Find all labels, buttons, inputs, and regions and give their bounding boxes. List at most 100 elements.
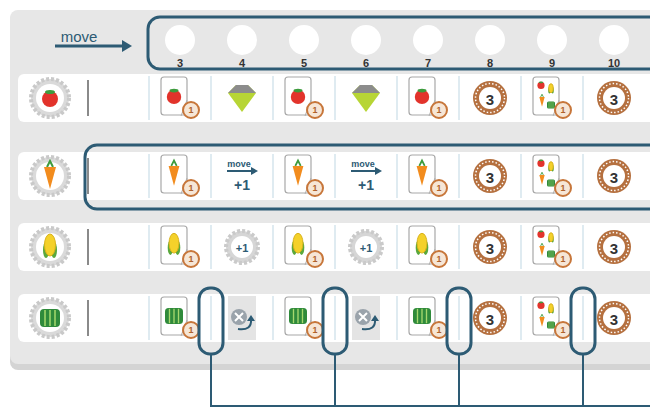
leader-line — [458, 354, 460, 406]
row-band — [18, 152, 650, 200]
move-label: move — [227, 160, 251, 169]
tomato-icon — [537, 302, 544, 309]
row-band — [18, 223, 650, 271]
tomato-icon — [537, 82, 544, 89]
row-separator — [87, 300, 89, 336]
pumpkin-icon — [289, 308, 307, 324]
cell-divider — [210, 225, 212, 269]
corn-icon — [417, 233, 427, 253]
coin-face — [603, 165, 625, 187]
pumpkin-stripe — [553, 322, 554, 328]
bonus-value: +1 — [358, 178, 374, 192]
corn-icon — [169, 233, 179, 253]
gear-face — [36, 162, 64, 190]
coin-icon — [307, 251, 323, 267]
cell-divider — [458, 296, 460, 340]
carrot-leaf — [47, 161, 53, 167]
pumpkin-stripe — [551, 251, 552, 257]
coin-face — [603, 87, 625, 109]
coin-icon — [307, 180, 323, 196]
callout-outline — [571, 288, 595, 354]
gear-icon — [226, 231, 258, 263]
tomato-leaf — [170, 89, 179, 93]
cell-divider — [272, 225, 274, 269]
pumpkin-stripe — [178, 309, 179, 323]
tomato-leaf — [539, 81, 544, 83]
move-arrow — [351, 170, 376, 172]
tomato-leaf — [539, 301, 544, 303]
coin-icon — [431, 322, 447, 338]
big-coin — [597, 159, 631, 193]
skip-icon — [231, 309, 247, 325]
coin-value: 3 — [486, 92, 494, 107]
coin-value: 1 — [312, 184, 317, 193]
coin-value: 1 — [436, 106, 441, 115]
pumpkin-icon — [413, 308, 431, 324]
track-circle — [351, 25, 381, 55]
coin-value: 1 — [188, 255, 193, 264]
gem-icon — [352, 85, 380, 112]
callout-outline — [148, 17, 650, 69]
tomato-icon — [291, 90, 305, 104]
row-separator — [87, 80, 89, 116]
pumpkin-stripe — [551, 180, 552, 186]
cell-divider — [210, 76, 212, 120]
carrot-leaf — [541, 94, 544, 97]
arrow-head — [371, 315, 379, 321]
track-space: 4 — [226, 24, 258, 56]
pumpkin-icon — [547, 101, 555, 108]
cell-divider — [582, 76, 584, 120]
coin-value: 3 — [610, 92, 618, 107]
track-space: 7 — [412, 24, 444, 56]
cell-divider — [148, 225, 150, 269]
corn-icon — [549, 233, 553, 242]
skip-cross — [359, 313, 367, 321]
track-circle-art — [226, 24, 258, 56]
row-band — [18, 74, 650, 122]
pumpkin-stripe — [169, 309, 170, 323]
space-number: 4 — [226, 58, 258, 69]
coin-value: 1 — [560, 106, 565, 115]
carrot-leaf — [295, 161, 300, 166]
cell-divider — [148, 296, 150, 340]
coin-value: 1 — [560, 326, 565, 335]
row-separator — [87, 158, 89, 194]
coin-value: 1 — [188, 184, 193, 193]
carrot-leaf — [419, 161, 424, 166]
cell-divider — [210, 154, 212, 198]
track-circle-art — [350, 24, 382, 56]
gear-face — [36, 233, 64, 261]
cell-divider — [582, 154, 584, 198]
tomato-icon — [537, 160, 544, 167]
coin-dots — [600, 233, 629, 262]
skip-cell — [228, 296, 256, 340]
cell-divider — [458, 225, 460, 269]
coin-face — [479, 165, 501, 187]
carrot-icon — [539, 317, 544, 327]
pumpkin-icon — [547, 250, 555, 257]
coin-dots — [476, 233, 505, 262]
cell-divider — [334, 154, 336, 198]
corn-icon — [45, 234, 56, 256]
coin-dots — [476, 304, 505, 333]
callout-outline — [199, 288, 223, 354]
big-coin — [597, 81, 631, 115]
coin-face — [603, 307, 625, 329]
coin-face — [603, 236, 625, 258]
coin-dots — [476, 162, 505, 191]
carrot-icon — [539, 246, 544, 256]
bonus-value: +1 — [360, 243, 373, 254]
pumpkin-stripe — [551, 322, 552, 328]
cell-divider — [396, 154, 398, 198]
coin-icon — [307, 102, 323, 118]
track-space: 10 — [598, 24, 630, 56]
coin-value: 3 — [610, 170, 618, 185]
gear-face — [355, 236, 377, 258]
coin-icon — [431, 251, 447, 267]
gear-icon — [31, 228, 69, 266]
coin-value: 1 — [312, 106, 317, 115]
gear-face — [36, 84, 64, 112]
pumpkin-stripe — [549, 322, 550, 328]
cell-divider — [396, 225, 398, 269]
crop-row — [18, 223, 650, 271]
